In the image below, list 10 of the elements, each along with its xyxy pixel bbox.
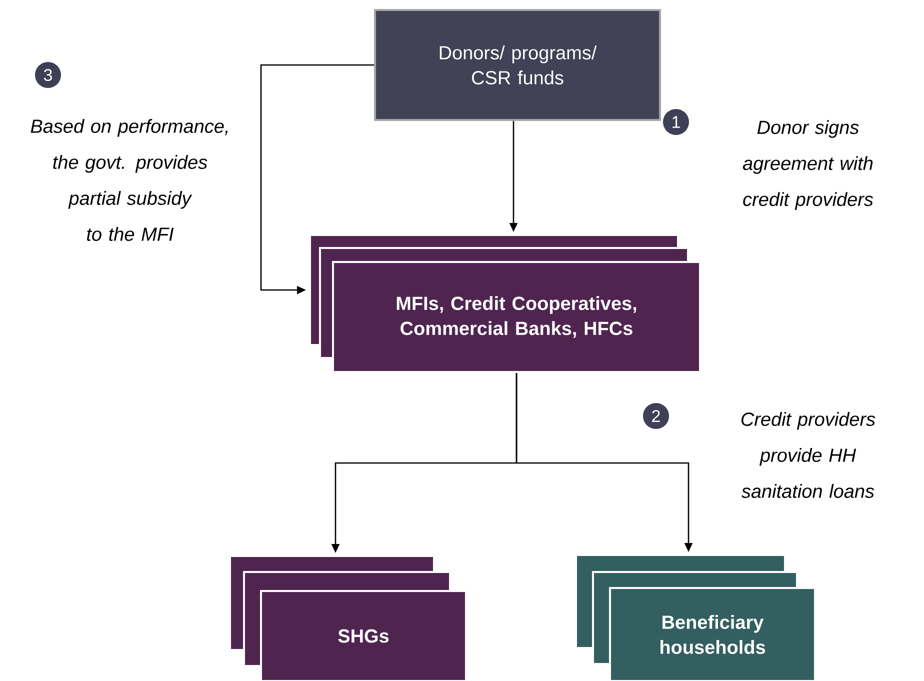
annotation-text: Credit providers provide HH sanitation loans: [741, 412, 876, 498]
annotation-text: Based on performance, the govt. provides partial subsidy to the MFI: [30, 119, 228, 241]
stacked-box: SHGs: [229, 555, 467, 681]
stacked-box: MFIs, Credit Cooperatives, Commercial Banks, HFCs: [309, 234, 701, 373]
number-badge: 3: [35, 62, 61, 88]
number-badge: 1: [663, 109, 689, 135]
process-box: Donors/ programs/ CSR funds: [374, 9, 661, 121]
annotation-text: Donor signs agreement with credit providers: [742, 120, 874, 210]
stacked-box: Beneficiary households: [575, 554, 816, 681]
number-badge: 2: [643, 403, 669, 429]
